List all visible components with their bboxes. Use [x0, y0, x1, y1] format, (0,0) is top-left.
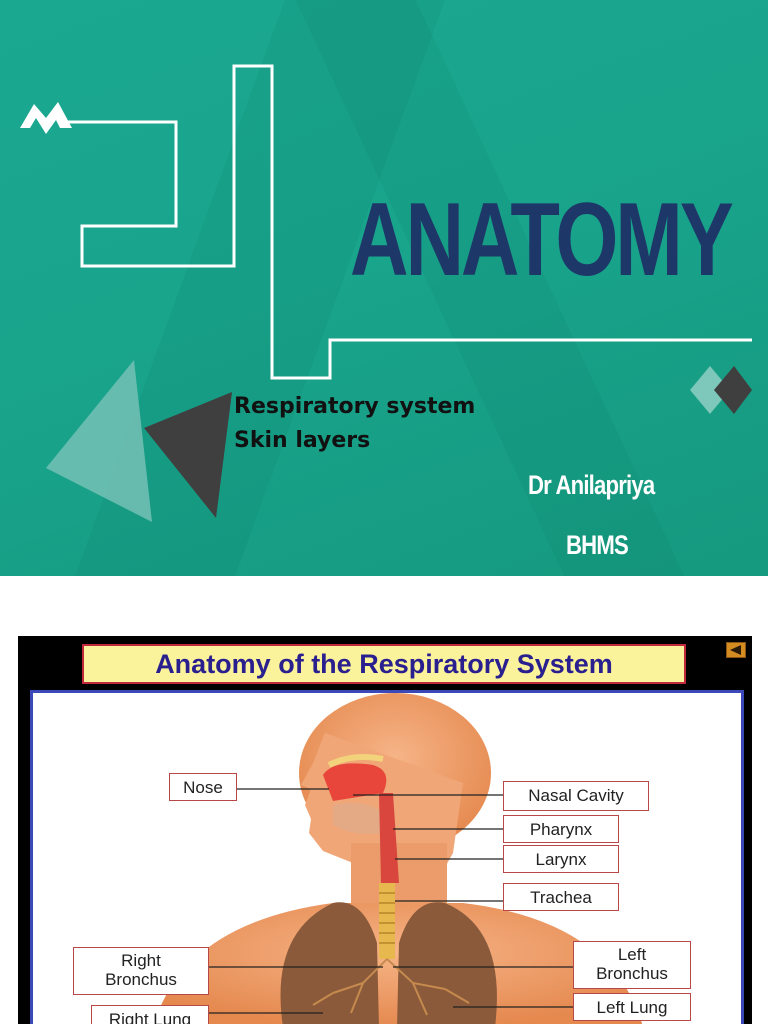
light-triangle-shape: [46, 360, 152, 522]
label-text: Pharynx: [529, 820, 593, 839]
label-text: Bronchus: [596, 964, 668, 983]
diagram-panel: Nose Nasal Cavity Pharynx Larynx Trachea…: [30, 690, 744, 1024]
label-left-lung: Left Lung: [573, 993, 691, 1021]
pharynx-shape: [379, 793, 399, 883]
label-pharynx: Pharynx: [503, 815, 619, 843]
decorative-shapes: [20, 64, 752, 522]
trachea-shape: [379, 883, 395, 959]
topic-item: Respiratory system: [234, 394, 476, 419]
topic-item: Skin layers: [234, 428, 371, 453]
oral-cavity-shape: [333, 803, 383, 834]
trachea-rings: [379, 892, 395, 944]
heading-banner: Anatomy of the Respiratory System: [82, 644, 686, 684]
label-right-lung: Right Lung: [91, 1005, 209, 1024]
label-nasal-cavity: Nasal Cavity: [503, 781, 649, 811]
left-lung-shape: [397, 902, 497, 1024]
label-trachea: Trachea: [503, 883, 619, 911]
slide-title: ANATOMY: [350, 182, 734, 298]
back-arrow-icon: [730, 645, 741, 655]
label-text: Bronchus: [105, 970, 177, 989]
nasal-cavity-shape: [323, 763, 387, 801]
respiratory-illustration: [153, 693, 643, 1024]
leader-lines: [209, 788, 573, 1014]
label-right-bronchus: Right Bronchus: [73, 947, 209, 995]
label-text: Right: [121, 951, 161, 970]
light-diamond-shape: [690, 366, 730, 414]
author-degree: BHMS: [566, 530, 629, 560]
label-text: Trachea: [530, 888, 592, 907]
zigzag-logo-icon: [20, 102, 72, 134]
label-text: Left Lung: [596, 998, 668, 1017]
topic-list: Respiratory system Skin layers: [234, 390, 475, 458]
dark-diamond-shape: [714, 366, 752, 414]
label-text: Nasal Cavity: [528, 786, 624, 805]
frame-line: [60, 64, 752, 380]
back-button[interactable]: [726, 642, 746, 658]
label-text: Larynx: [535, 850, 587, 869]
label-nose: Nose: [169, 773, 237, 801]
dark-triangle-shape: [144, 392, 232, 518]
respiratory-slide: Anatomy of the Respiratory System: [18, 636, 752, 1024]
author-name: Dr Anilapriya: [528, 470, 655, 500]
label-larynx: Larynx: [503, 845, 619, 873]
label-text: Nose: [183, 778, 223, 797]
title-slide: ANATOMY Respiratory system Skin layers D…: [0, 0, 768, 576]
sinus-shape: [327, 754, 384, 768]
label-text: Left: [617, 945, 647, 964]
torso-shape: [153, 903, 643, 1024]
right-lung-shape: [280, 902, 379, 1024]
label-left-bronchus: Left Bronchus: [573, 941, 691, 989]
label-text: Right Lung: [108, 1010, 192, 1024]
slide-heading: Anatomy of the Respiratory System: [155, 649, 613, 679]
